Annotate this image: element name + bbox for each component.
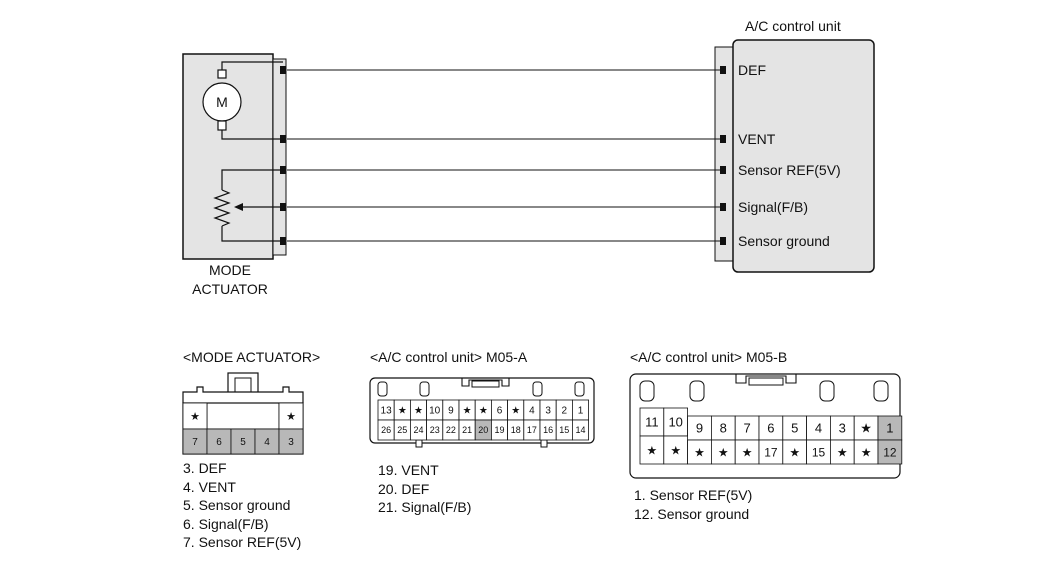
mode-note: 7. Sensor REF(5V)	[183, 534, 302, 550]
m05a-pin-label: 17	[527, 425, 537, 435]
wires	[287, 69, 720, 242]
m05b-pin-label: 6	[767, 421, 774, 436]
m05b-pin-label: 9	[696, 421, 703, 436]
acu-connector-strip	[714, 46, 734, 262]
m05b-pin-label: 12	[883, 445, 897, 459]
m05a-pin-label: ★	[479, 406, 488, 417]
m05a-pin-label: 25	[397, 425, 407, 435]
mode-notes: 3. DEF 4. VENT 5. Sensor ground 6. Signa…	[183, 459, 301, 552]
m05b-pin-label: 15	[812, 445, 826, 459]
mode-pin-cell	[182, 428, 208, 455]
m05a-pin-label: 15	[559, 425, 569, 435]
m05a-pin-label: 14	[575, 425, 585, 435]
actuator-label-line1: MODE	[209, 262, 251, 278]
m05b-connector: 11 10 9 8 7 6 5 4 3 ★ 1 ★ ★ ★ ★ ★ 17 ★ 15 ★ ★ 12	[629, 373, 903, 479]
m05b-pin-label: ★	[860, 421, 872, 436]
mode-pin-cell	[278, 428, 304, 455]
mode-connector-title: <MODE ACTUATOR>	[183, 349, 320, 365]
acu-pin-def: DEF	[738, 62, 766, 78]
m05b-pin-label: 4	[815, 421, 822, 436]
mode-pin-label: 4	[264, 437, 270, 448]
mode-note: 3. DEF	[183, 460, 227, 476]
m05a-pin-label: 2	[562, 406, 568, 417]
m05b-pin-label: ★	[718, 445, 729, 459]
m05a-pin-label: ★	[414, 406, 423, 417]
m05a-pin-label: 4	[529, 406, 535, 417]
mode-pin-label: ★	[190, 411, 200, 423]
m05a-pin-label: 22	[446, 425, 456, 435]
acu-pin-vent: VENT	[738, 131, 776, 147]
m05b-pin-label: 11	[645, 415, 659, 430]
m05a-pin-cell	[572, 419, 590, 441]
m05b-pin-label: ★	[647, 443, 658, 457]
terminal-marks	[280, 66, 726, 245]
m05a-pin-label: 3	[545, 406, 551, 417]
m05b-pin-label: ★	[694, 445, 705, 459]
mode-pin-label: 7	[192, 437, 198, 448]
m05a-pin-label: ★	[463, 406, 472, 417]
m05a-pin-label: 19	[494, 425, 504, 435]
motor-letter: M	[216, 94, 228, 110]
m05b-pin-label: ★	[670, 443, 681, 457]
mode-pin-label: 3	[288, 437, 294, 448]
m05a-pin-label: 6	[497, 406, 503, 417]
m05b-note: 12. Sensor ground	[634, 505, 750, 522]
m05b-pin-label: 1	[886, 421, 893, 436]
m05a-notes: 19. VENT 20. DEF 21. Signal(F/B)	[378, 461, 471, 517]
m05b-note: 1. Sensor REF(5V)	[634, 487, 753, 503]
m05a-pin-label: ★	[398, 406, 407, 417]
m05a-note: 19. VENT	[378, 462, 439, 478]
mode-actuator-connector-strip	[272, 58, 287, 256]
m05b-pin-label: ★	[837, 445, 848, 459]
m05b-pin-label: 7	[743, 421, 750, 436]
acu-pin-sensor-ref: Sensor REF(5V)	[738, 162, 841, 178]
m05b-pin-label: 5	[791, 421, 798, 436]
acu-title: A/C control unit	[745, 18, 841, 34]
m05a-note: 20. DEF	[378, 480, 430, 497]
m05a-connector-title: <A/C control unit> M05-A	[370, 349, 528, 365]
motor-symbol: M	[202, 61, 283, 140]
m05a-pin-label: 24	[413, 425, 423, 435]
mode-pin-cell	[254, 428, 280, 455]
m05b-pin-cell	[877, 439, 903, 465]
m05a-note: 21. Signal(F/B)	[378, 499, 472, 515]
mode-pin-label: 6	[216, 437, 222, 448]
m05b-pin-label: 3	[839, 421, 846, 436]
m05a-pin-label: 20	[478, 425, 488, 435]
m05a-pin-label: 9	[448, 406, 454, 417]
mode-note: 6. Signal(F/B)	[183, 515, 269, 532]
mode-pin-cell	[278, 402, 304, 430]
m05a-pin-label: 18	[511, 425, 521, 435]
m05b-pin-label: ★	[789, 445, 800, 459]
m05a-pin-label: 23	[430, 425, 440, 435]
m05a-pin-label: 13	[381, 406, 393, 417]
m05b-pin-label: ★	[742, 445, 753, 459]
mode-pin-cell	[230, 428, 256, 455]
mode-pin-cell	[206, 428, 232, 455]
mode-note: 4. VENT	[183, 478, 236, 495]
mode-note: 5. Sensor ground	[183, 497, 291, 513]
acu-pin-sensor-ground: Sensor ground	[738, 233, 830, 249]
m05a-pin-label: 10	[429, 406, 441, 417]
m05b-pin-label: 17	[764, 445, 778, 459]
m05b-notes: 1. Sensor REF(5V) 12. Sensor ground	[634, 486, 752, 523]
m05b-pin-label: 10	[668, 415, 682, 430]
m05a-pin-label: ★	[511, 406, 520, 417]
m05a-pin-label: 21	[462, 425, 472, 435]
m05a-pin-label: 1	[578, 406, 584, 417]
m05b-pin-label: ★	[861, 445, 872, 459]
mode-pin-label: ★	[286, 411, 296, 423]
acu-pin-signal: Signal(F/B)	[738, 199, 808, 215]
m05a-pin-label: 26	[381, 425, 391, 435]
mode-connector: ★ ★ 7 6 5 4 3	[182, 372, 304, 455]
actuator-label-line2: ACTUATOR	[192, 281, 268, 297]
acu-body	[732, 39, 875, 273]
m05b-pin-label: 8	[720, 421, 727, 436]
potentiometer-symbol	[213, 169, 283, 242]
m05a-pin-label: 16	[543, 425, 553, 435]
mode-pin-label: 5	[240, 437, 246, 448]
m05b-connector-title: <A/C control unit> M05-B	[630, 349, 787, 365]
